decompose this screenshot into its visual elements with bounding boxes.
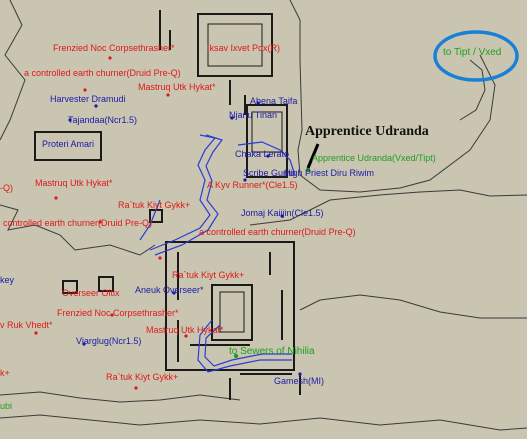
exit-path-east: [459, 59, 486, 121]
npc-label: Proteri Amari: [42, 139, 95, 149]
npc-label: key: [0, 275, 15, 285]
temple-inner: [251, 111, 283, 153]
boundary-left: [0, 0, 26, 141]
npc-label: v Ruk Vhedt*: [0, 320, 53, 330]
callout-label: Apprentice Udranda: [305, 124, 429, 139]
south-wall: [229, 373, 301, 400]
npc-label: Frenzied Noc Corpsethrasher*: [53, 43, 175, 53]
building-north: [197, 13, 273, 77]
npc-label: a controlled earth churner(Druid Pre-Q): [199, 227, 356, 237]
npc-label: Gamesh(MI): [274, 376, 325, 386]
npc-label: Aneuk Overseer*: [135, 285, 204, 295]
npc-label: Tajandaa(Ncr1.5): [68, 115, 138, 125]
npc-label: k+: [0, 368, 10, 378]
zone-exit-highlight: [433, 30, 519, 82]
river-tributary: [237, 141, 296, 176]
npc-label: Mastruq Utk Hykat*: [35, 178, 113, 188]
npc-label: Overseer Oltix: [62, 288, 120, 298]
npc-label: Jomaj Kaiijin(Cle1.5): [241, 208, 324, 218]
river-west: [139, 199, 161, 241]
npc-label: a controlled earth churner(Druid Pre-Q): [24, 68, 181, 78]
river-south-a: [197, 319, 292, 373]
npc-label: Ra`tuk Kiyt Gykk+: [106, 372, 179, 382]
npc-label: A Kyv Runner*(Cle1.5): [207, 180, 298, 190]
fortress-core: [219, 291, 245, 333]
npc-label: Ra`tuk Kiyt Gykk+: [172, 270, 245, 280]
npc-label: Iksav Ixvet Pox(R): [207, 43, 281, 53]
fortress-walls: [177, 252, 283, 362]
boundary-top-east: [289, 0, 496, 193]
npc-label: Mastruq Utk Hykat*: [138, 82, 216, 92]
hut-1: [62, 280, 78, 294]
markers: [68, 101, 302, 376]
fortress-keep: [211, 284, 253, 341]
npc-label: Ra`tuk Kiyt Gykk+: [118, 200, 191, 210]
river-main-b: [154, 134, 223, 256]
npc-label: Abena Taifa: [250, 96, 298, 106]
boundary-east-mid: [249, 189, 527, 226]
boundary-east-low: [299, 294, 527, 319]
npc-label: Mastruq Utk Hykat*: [146, 325, 224, 335]
npc-label: Chaka Lerato: [235, 149, 290, 159]
river-south-b: [204, 324, 292, 367]
npc-label-udranda: Apprentice Udranda(Vxed/Tipt): [312, 153, 436, 163]
npc-label: High Priest Diru Riwim: [284, 168, 375, 178]
zone-exit-sewers[interactable]: to Sewers of Nihilia: [229, 346, 315, 357]
boundary-bottom: [0, 391, 241, 403]
fortress-outer: [165, 241, 295, 371]
npc-label: Harvester Dramudi: [50, 94, 126, 104]
hut-2: [98, 276, 114, 292]
boundary-left-2: [0, 204, 156, 256]
callout-pointer: [306, 143, 320, 169]
npc-label: -Q): [0, 183, 13, 193]
wall-upper: [159, 10, 246, 115]
npc-label: controlled earth churner(Druid Pre-Q): [3, 218, 153, 228]
building-west: [34, 131, 102, 161]
river-main-a: [149, 134, 217, 251]
npc-label: Viarglug(Ncr1.5): [76, 336, 142, 346]
boundary-bottom-2: [0, 414, 527, 431]
zone-exit-tipt-vxed[interactable]: to Tipt / Vxed: [443, 47, 502, 58]
building-north-inner: [207, 23, 263, 67]
npc-label: Scribe Gurru: [243, 168, 295, 178]
npc-label: Njanu Tinan: [229, 110, 278, 120]
npc-label: ubi: [0, 401, 13, 411]
npc-label: Frenzied Noc Corpsethrasher*: [57, 308, 179, 318]
temple-building: [246, 104, 288, 178]
